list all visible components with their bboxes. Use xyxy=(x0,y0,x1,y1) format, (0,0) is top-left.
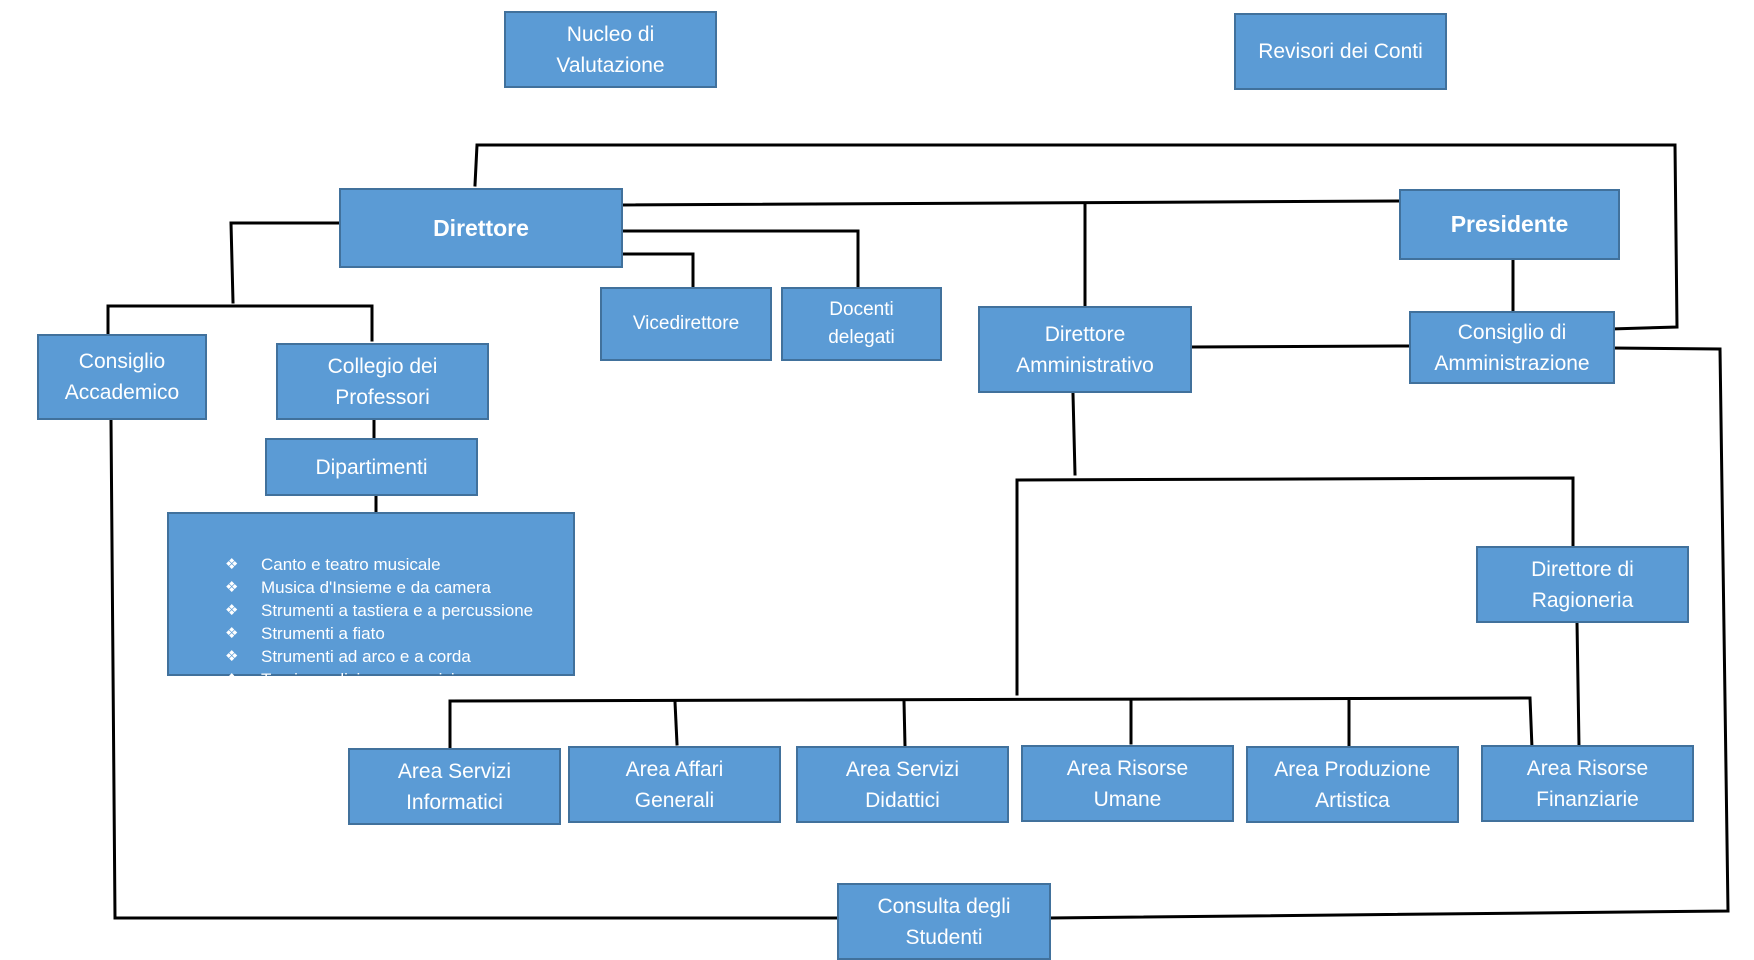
box-departments-list: ❖ Canto e teatro musicale ❖ Musica d'Insiem… xyxy=(167,512,575,689)
diamond-bullet-icon: ❖ xyxy=(225,648,239,665)
connector-direttore-docenti xyxy=(620,229,860,288)
box-area-risorse-umane: Area Risorse Umane xyxy=(1021,745,1234,822)
connector-diramm-down xyxy=(1071,392,1077,476)
connector-drop-didattici xyxy=(902,699,907,748)
department-label: Canto e teatro musicale xyxy=(261,555,441,574)
box-docenti-delegati: Docenti delegati xyxy=(781,287,942,361)
box-area-produzione-artistica: Area Produzione Artistica xyxy=(1246,746,1459,823)
diamond-bullet-icon: ❖ xyxy=(225,602,239,619)
box-presidente: Presidente xyxy=(1399,189,1620,260)
department-item: ❖ Strumenti a tastiera e a percussione xyxy=(225,599,573,622)
connector-diramm-cda xyxy=(1189,344,1412,349)
box-direttore: Direttore xyxy=(339,188,623,268)
box-direttore-amministrativo: Direttore Amministrativo xyxy=(978,306,1192,393)
department-label: Strumenti a tastiera e a percussione xyxy=(261,601,534,620)
box-area-servizi-didattici: Area Servizi Didattici xyxy=(796,746,1009,823)
connector-left-bar xyxy=(106,304,374,342)
box-area-servizi-informatici: Area Servizi Informatici xyxy=(348,748,561,825)
connector-consulta-accademico xyxy=(109,418,838,920)
department-item: ❖ Strumenti ad arco e a corda xyxy=(225,645,573,668)
diamond-bullet-icon: ❖ xyxy=(225,579,239,596)
department-item: ❖ Canto e teatro musicale xyxy=(225,553,573,576)
connector-cda-consulta xyxy=(1048,346,1730,920)
connector-areas-bar xyxy=(448,696,1534,750)
diamond-bullet-icon: ❖ xyxy=(225,671,239,688)
department-item: ❖ Strumenti a fiato xyxy=(225,622,573,645)
department-label: Teoria analisi e composizione xyxy=(261,670,484,689)
box-consulta-degli-studenti: Consulta degli Studenti xyxy=(837,883,1051,960)
box-direttore-di-ragioneria: Direttore di Ragioneria xyxy=(1476,546,1689,623)
connector-direttore-left xyxy=(229,221,340,304)
box-nucleo-di-valutazione: Nucleo di Valutazione xyxy=(504,11,717,88)
box-consiglio-accademico: Consiglio Accademico xyxy=(37,334,207,420)
box-dipartimenti: Dipartimenti xyxy=(265,438,478,496)
departments-list: ❖ Canto e teatro musicale ❖ Musica d'Insiem… xyxy=(169,553,573,691)
department-label: Musica d'Insieme e da camera xyxy=(261,578,492,597)
connector-drop-affari xyxy=(673,700,679,746)
box-collegio-dei-professori: Collegio dei Professori xyxy=(276,343,489,420)
connector-bar-ragioneria xyxy=(1015,476,1575,696)
department-label: Strumenti ad arco e a corda xyxy=(261,647,471,666)
connector-direttore-vice xyxy=(620,252,695,288)
box-vicedirettore: Vicedirettore xyxy=(600,287,772,361)
diamond-bullet-icon: ❖ xyxy=(225,625,239,642)
connector-direttore-presidente xyxy=(620,199,1402,207)
connector-ragioneria-finanziarie xyxy=(1575,620,1581,748)
box-consiglio-di-amministrazione: Consiglio di Amministrazione xyxy=(1409,311,1615,384)
box-area-risorse-finanziarie: Area Risorse Finanziarie xyxy=(1481,745,1694,822)
box-revisori-dei-conti: Revisori dei Conti xyxy=(1234,13,1447,90)
department-item: ❖ Musica d'Insieme e da camera xyxy=(225,576,573,599)
connector-direttore-loop xyxy=(473,143,1679,331)
department-item: ❖ Teoria analisi e composizione xyxy=(225,668,573,691)
diamond-bullet-icon: ❖ xyxy=(225,556,239,573)
department-label: Strumenti a fiato xyxy=(261,624,385,643)
box-area-affari-generali: Area Affari Generali xyxy=(568,746,781,823)
